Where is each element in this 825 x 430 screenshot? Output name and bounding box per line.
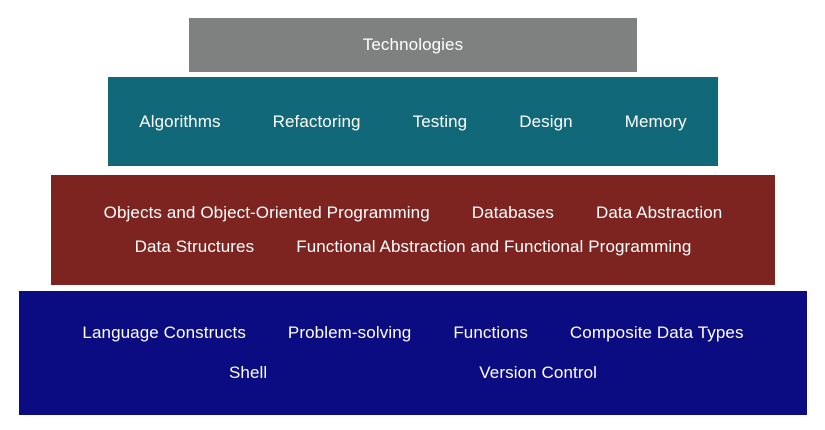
tier-row: Objects and Object-Oriented Programming … bbox=[51, 203, 775, 223]
tier-item-version-control: Version Control bbox=[479, 363, 598, 382]
tier-item-functions: Functions bbox=[453, 323, 528, 342]
pyramid-tier-core-skills: Algorithms Refactoring Testing Design Me… bbox=[108, 77, 718, 166]
tier-row: Data Structures Functional Abstraction a… bbox=[51, 237, 775, 257]
pyramid-tier-foundations: Language Constructs Problem-solving Func… bbox=[19, 291, 807, 415]
tier-item-language-constructs: Language Constructs bbox=[82, 323, 246, 342]
tier-item-testing: Testing bbox=[412, 111, 468, 131]
tier-row: Shell Version Control bbox=[19, 363, 807, 383]
tier-item-data-structures: Data Structures bbox=[134, 237, 255, 256]
pyramid-tier-technologies: Technologies bbox=[189, 18, 637, 72]
pyramid-tier-abstractions: Objects and Object-Oriented Programming … bbox=[51, 175, 775, 285]
tier-item-data-abstraction: Data Abstraction bbox=[595, 203, 723, 222]
tier-row: Language Constructs Problem-solving Func… bbox=[19, 323, 807, 343]
tier-item-memory: Memory bbox=[624, 111, 687, 131]
tier-item-technologies: Technologies bbox=[362, 35, 464, 54]
tier-row: Technologies bbox=[189, 35, 637, 55]
tier-item-objects-and-oop: Objects and Object-Oriented Programming bbox=[103, 203, 430, 222]
tier-item-problem-solving: Problem-solving bbox=[287, 323, 412, 342]
tier-row: Algorithms Refactoring Testing Design Me… bbox=[108, 112, 718, 132]
tier-item-functional-abstraction-and-functional-programming: Functional Abstraction and Functional Pr… bbox=[296, 237, 692, 256]
tier-item-databases: Databases bbox=[471, 203, 554, 222]
tier-item-design: Design bbox=[519, 111, 573, 131]
tier-item-composite-data-types: Composite Data Types bbox=[569, 323, 744, 342]
tier-item-algorithms: Algorithms bbox=[139, 111, 221, 131]
tier-item-shell: Shell bbox=[228, 363, 268, 382]
tier-item-refactoring: Refactoring bbox=[272, 111, 361, 131]
